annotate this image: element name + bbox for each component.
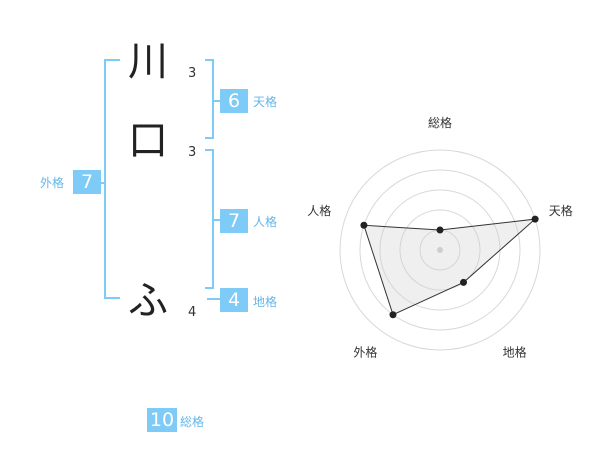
jinkaku-label: 人格 — [253, 215, 278, 229]
name-char-1: 川 — [128, 39, 168, 85]
radar-axis-label-5: 人格 — [307, 203, 331, 218]
chikaku-label: 地格 — [253, 295, 278, 309]
radar-point-3 — [460, 278, 468, 286]
gaikaku-label: 外格 — [40, 176, 65, 190]
stroke-count-3: 4 — [188, 305, 197, 320]
soukaku-value-box: 10 — [147, 408, 177, 432]
radar-point-2 — [531, 215, 539, 223]
radar-center-dot — [437, 247, 443, 253]
radar-ring-4 — [359, 169, 521, 331]
radar-point-1 — [436, 226, 444, 234]
radar-polygon — [363, 218, 537, 316]
radar-axis-label-1: 総格 — [428, 115, 452, 130]
radar-axis-label-4: 外格 — [353, 345, 377, 360]
name-char-3: ふ — [128, 278, 168, 324]
radar-axis-label-3: 地格 — [503, 345, 527, 360]
radar-ring-5 — [339, 149, 541, 351]
radar-point-5 — [360, 221, 368, 229]
radar-axis-label-2: 天格 — [549, 203, 573, 218]
tenkaku-label: 天格 — [253, 95, 278, 109]
outer-bracket — [104, 59, 120, 299]
stroke-count-1: 3 — [188, 66, 197, 81]
soukaku-label: 総格 — [180, 415, 205, 429]
tenkaku-bracket — [205, 59, 214, 139]
tenkaku-value-box: 6 — [220, 89, 248, 113]
name-char-2: 口 — [128, 118, 168, 164]
radar-ring-2 — [399, 209, 481, 291]
stroke-count-2: 3 — [188, 145, 197, 160]
jinkaku-value-box: 7 — [220, 209, 248, 233]
chikaku-value-box: 4 — [220, 288, 248, 312]
radar-point-4 — [389, 311, 397, 319]
gaikaku-value-box: 7 — [73, 170, 101, 194]
